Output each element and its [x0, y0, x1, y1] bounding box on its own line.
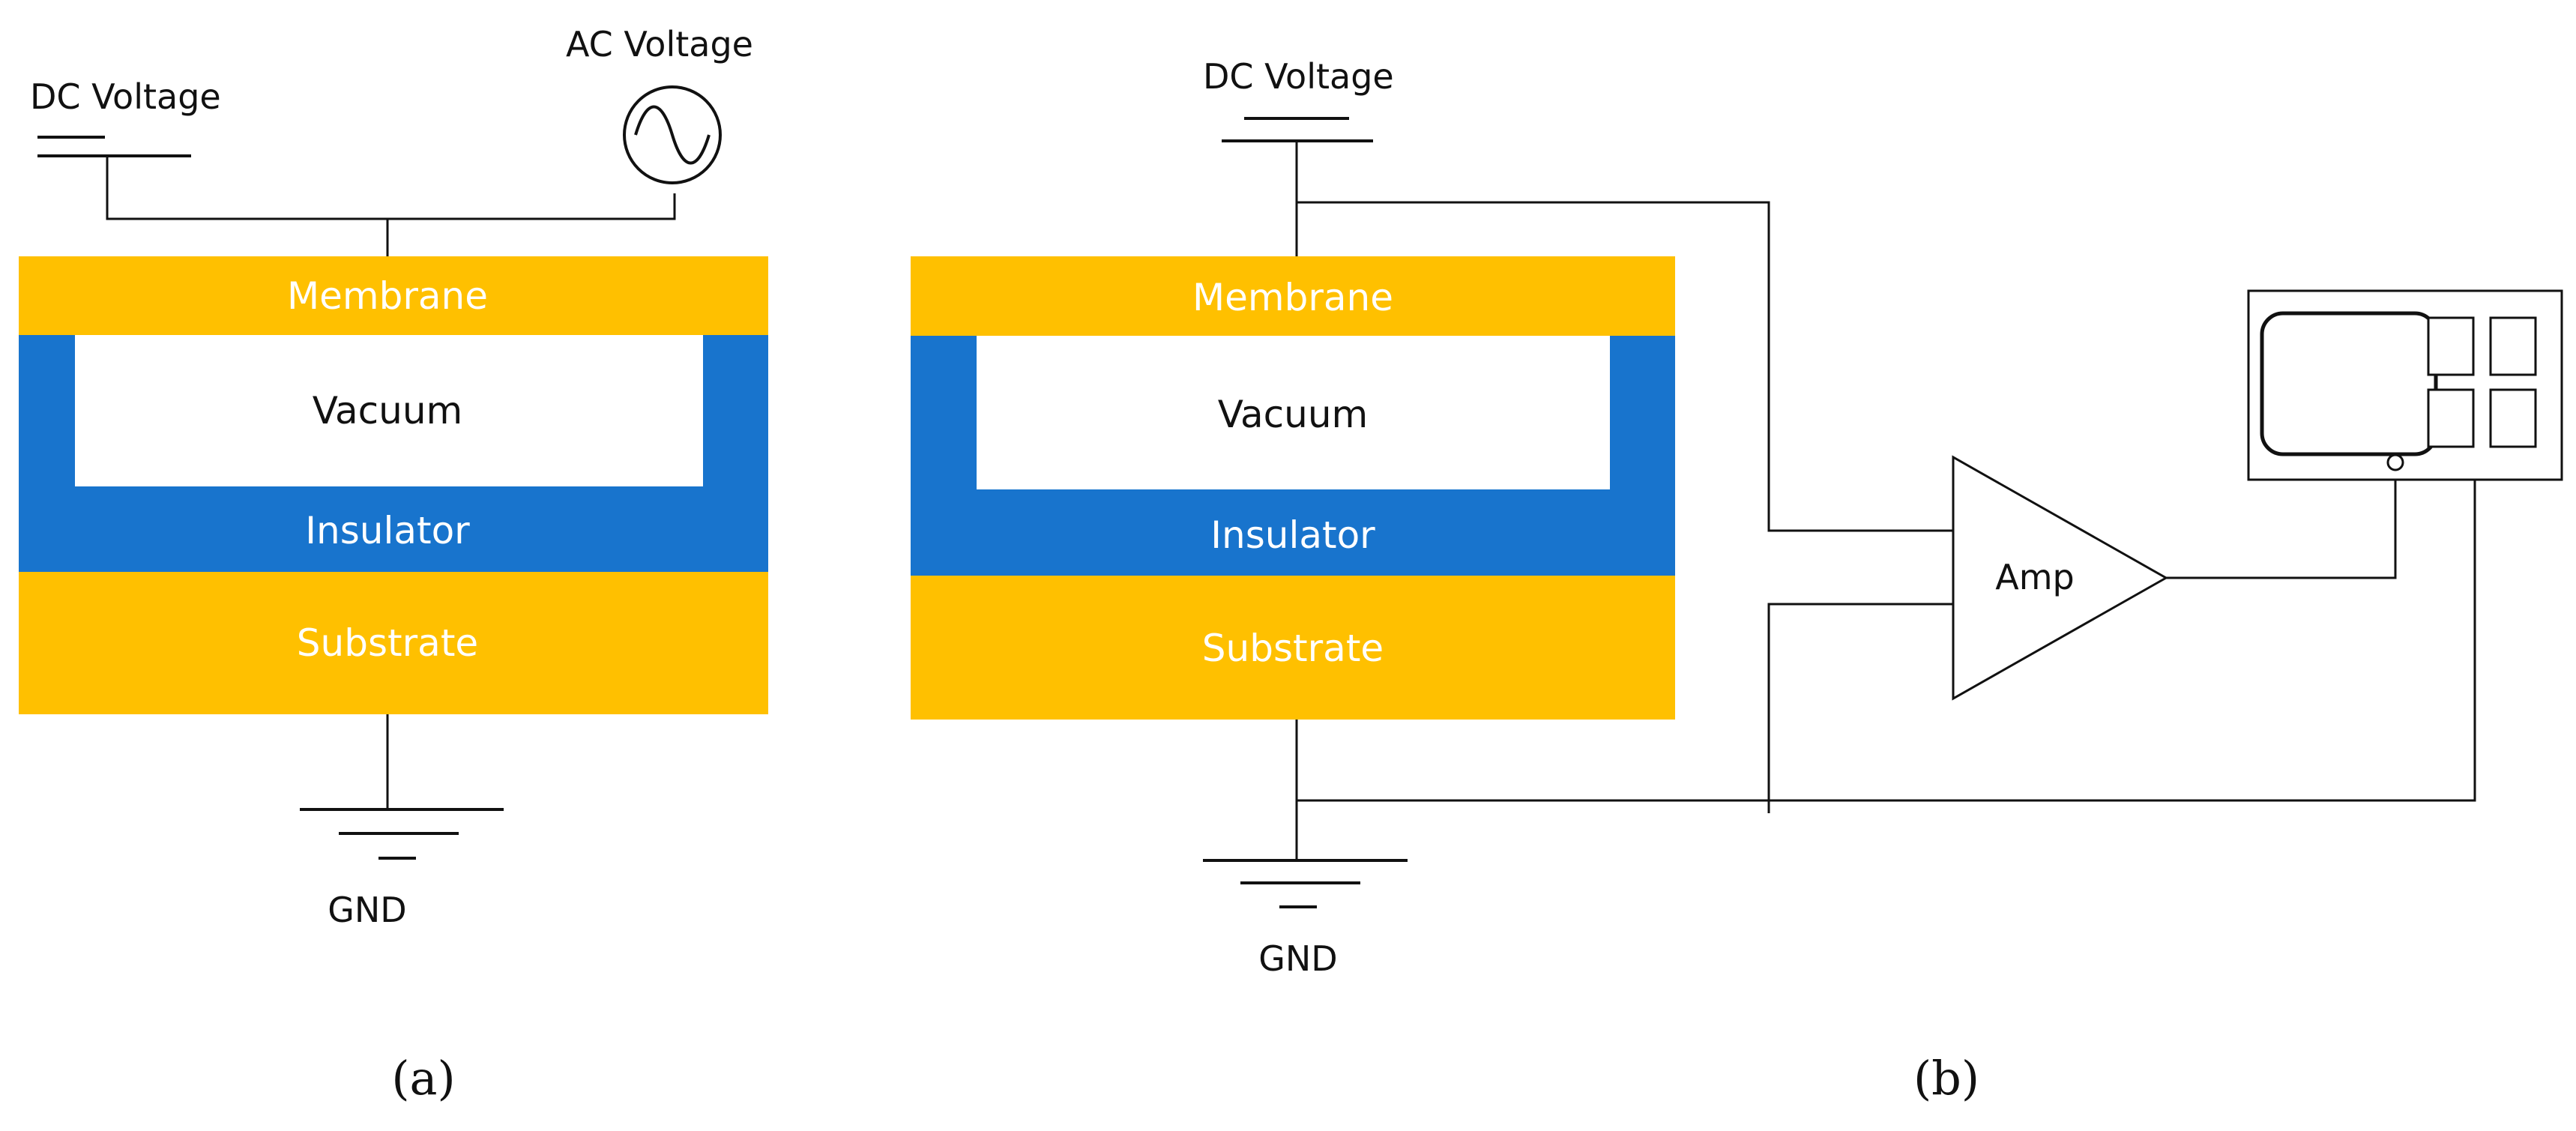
panel-a-vacuum-label: Vacuum	[313, 389, 463, 432]
panel-a: DC Voltage AC Voltage Membrane Vacuum In…	[19, 24, 768, 1106]
panel-b-dc-label: DC Voltage	[1203, 56, 1394, 97]
ground-icon	[300, 808, 504, 860]
panel-b-membrane	[911, 256, 1675, 336]
amp-label: Amp	[1995, 557, 2074, 597]
panel-b-caption: (b)	[1913, 1051, 1979, 1106]
amplifier-triangle-icon	[1952, 455, 2169, 701]
panel-b-membrane-label: Membrane	[1192, 276, 1393, 319]
panel-a-substrate-label: Substrate	[297, 621, 478, 665]
panel-a-caption: (a)	[391, 1051, 455, 1106]
ac-source-icon	[623, 85, 722, 184]
panel-b-output-wire	[2166, 472, 2397, 579]
panel-a-substrate	[19, 572, 768, 714]
panel-a-gnd-label: GND	[328, 890, 406, 930]
ground-icon	[1203, 859, 1408, 908]
panel-a-membrane-label: Membrane	[287, 274, 488, 318]
panel-b-substrate	[911, 576, 1675, 720]
panel-b-ground-return-wire	[1297, 480, 2476, 802]
panel-a-dc-label: DC Voltage	[30, 76, 221, 117]
panel-a-top-wire	[106, 157, 676, 220]
panel-b-gnd-label: GND	[1258, 938, 1337, 979]
oscilloscope-icon	[2247, 289, 2563, 481]
panel-b-vacuum-label: Vacuum	[1218, 393, 1369, 436]
panel-b-signal-wire	[1297, 201, 1953, 532]
panel-a-insulator-label: Insulator	[305, 509, 470, 552]
panel-b-insulator-label: Insulator	[1210, 513, 1375, 557]
panel-b: DC Voltage Membrane Vacuum Insulator Sub…	[911, 56, 2563, 1106]
panel-a-vacuum	[75, 335, 703, 486]
panel-a-membrane	[19, 256, 768, 335]
panel-a-ac-label: AC Voltage	[566, 24, 753, 64]
panel-b-substrate-label: Substrate	[1202, 627, 1384, 670]
panel-b-vacuum	[977, 336, 1610, 489]
panel-b-reference-wire	[1767, 603, 1953, 813]
